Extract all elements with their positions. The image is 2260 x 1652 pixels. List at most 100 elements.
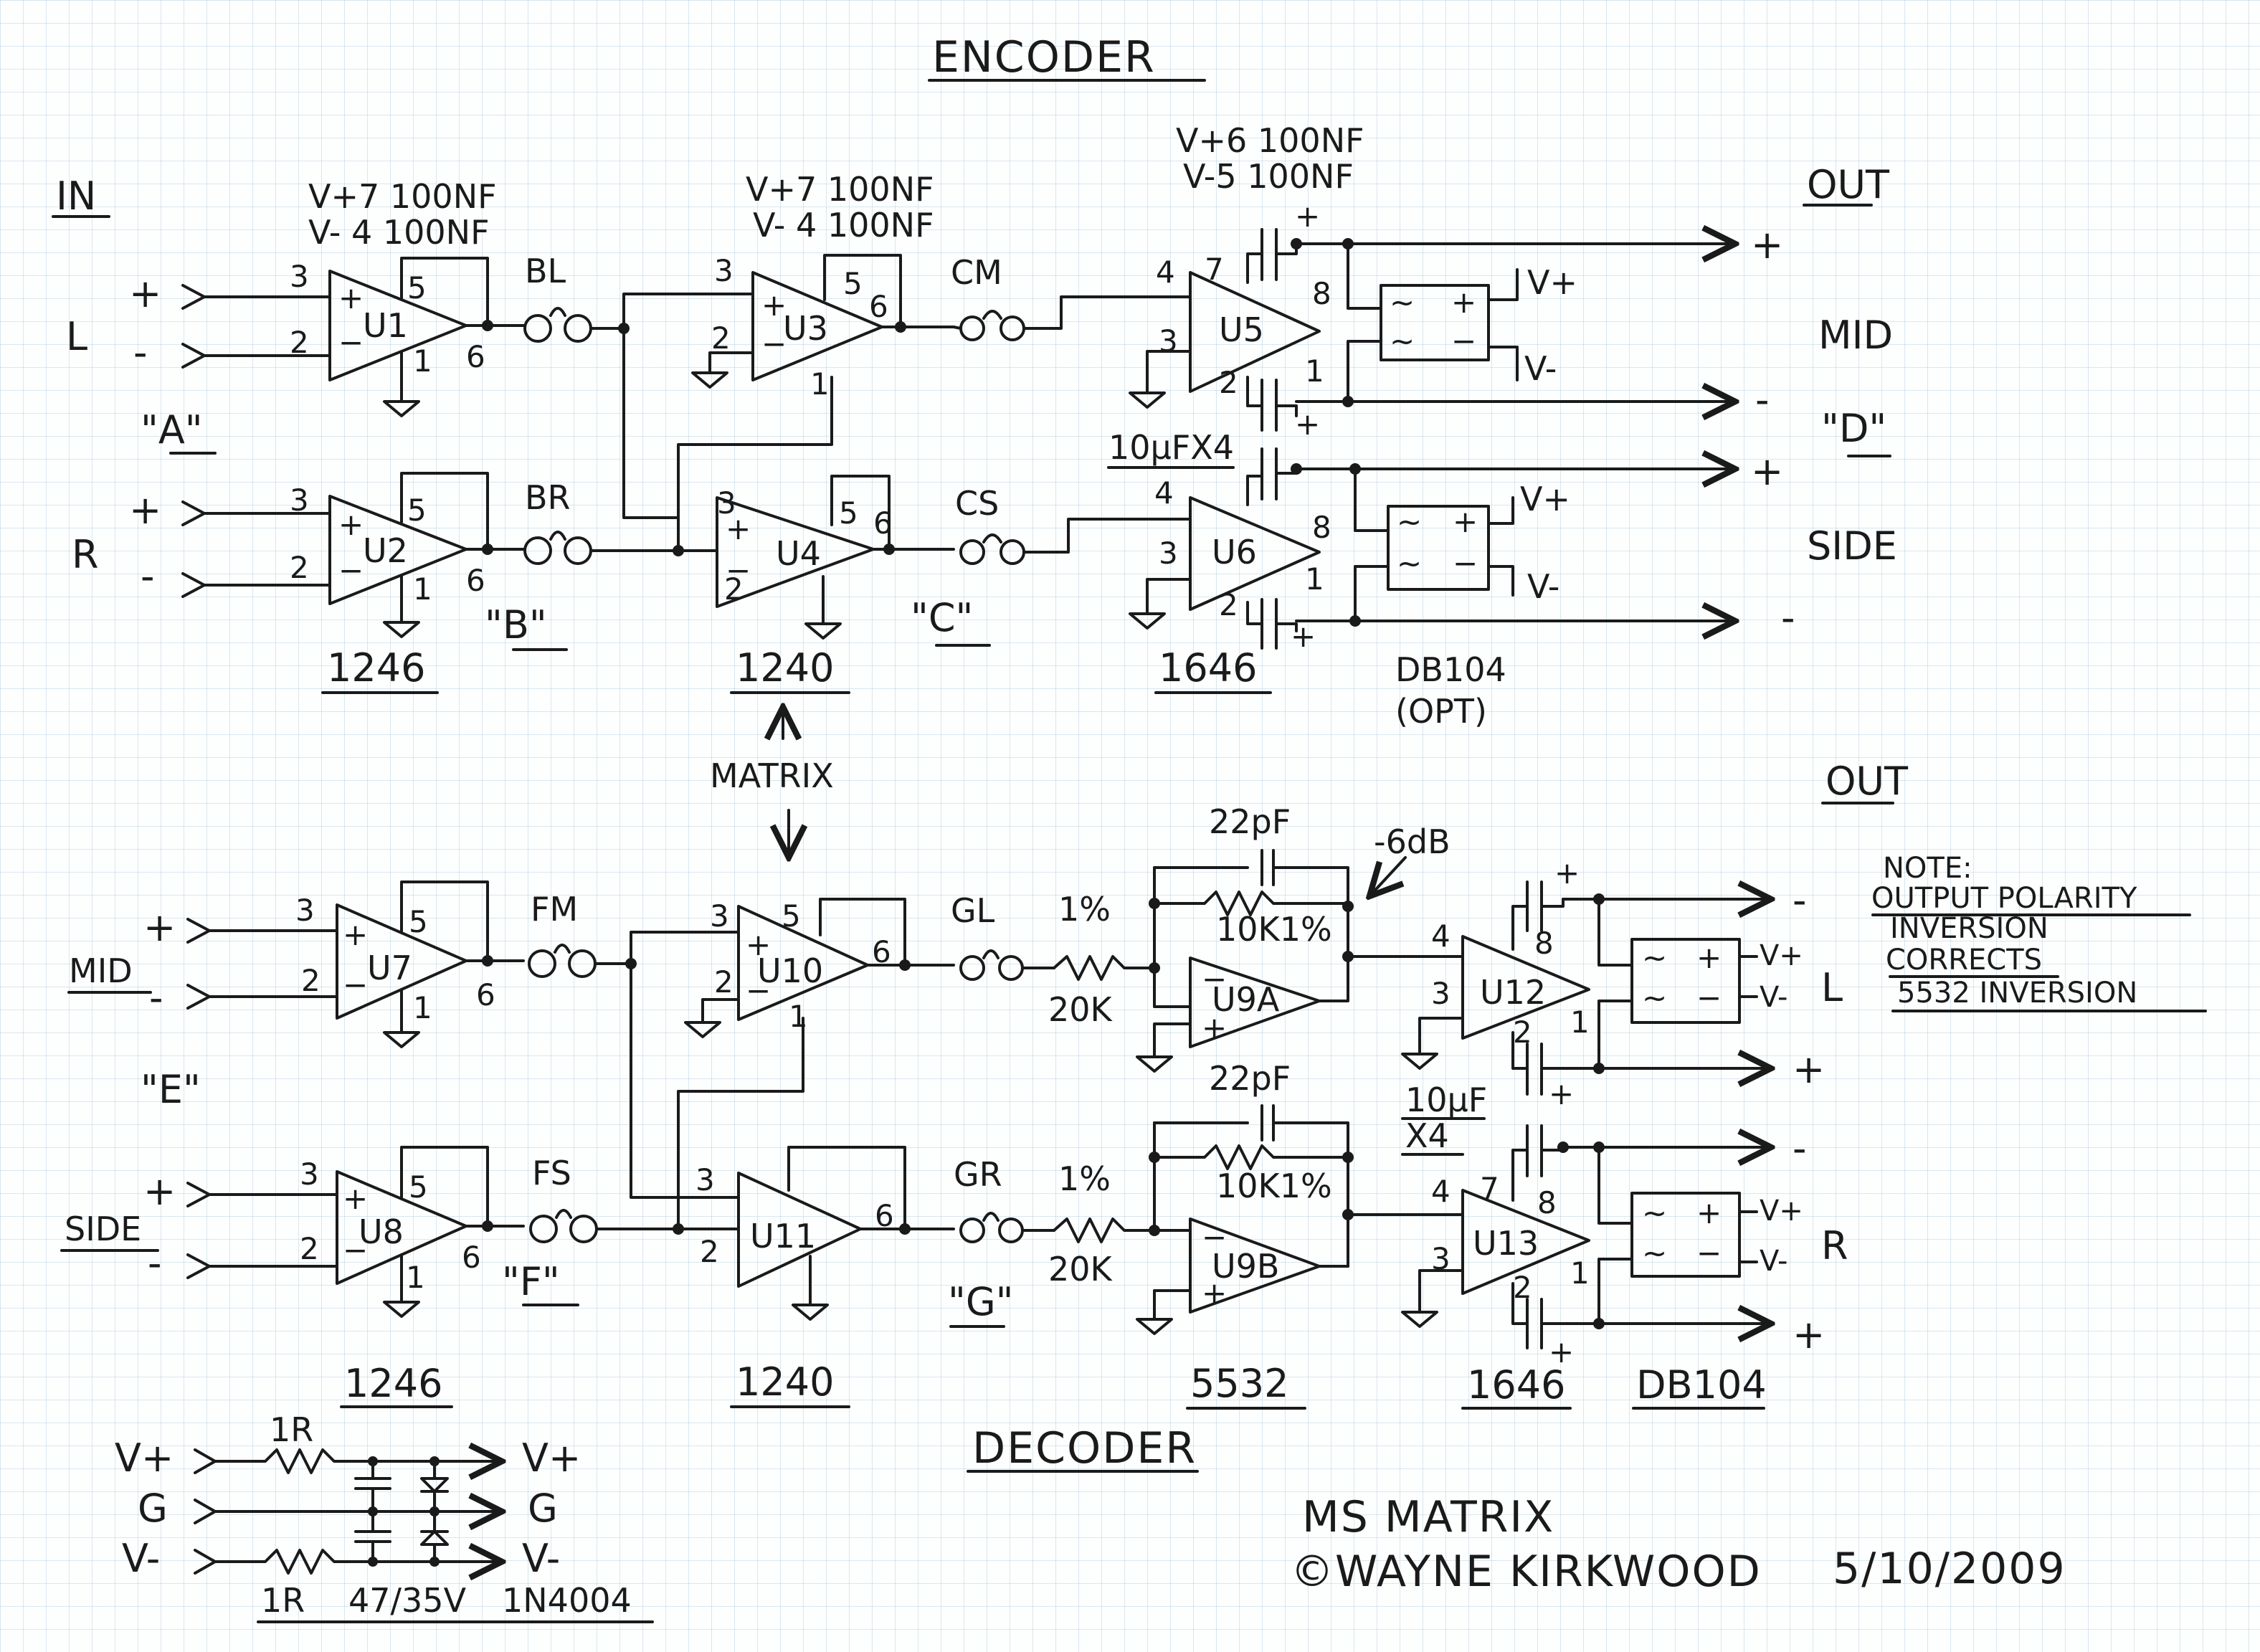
- side-minus-out: -: [1781, 595, 1795, 640]
- svg-text:−: −: [1202, 962, 1227, 997]
- dec-1240-label: 1240: [736, 1359, 834, 1405]
- u9b-amp: [1189, 1217, 1321, 1314]
- u1-vplus-label: V+7 100NF: [308, 177, 497, 216]
- u11-label: U11: [750, 1217, 816, 1255]
- svg-text:5: 5: [409, 904, 428, 939]
- svg-text:+: +: [1202, 1010, 1227, 1045]
- dec-5532-label: 5532: [1190, 1361, 1288, 1406]
- svg-text:~: ~: [1390, 323, 1415, 359]
- svg-text:8: 8: [1537, 1185, 1557, 1220]
- matrix-label: MATRIX: [710, 756, 834, 795]
- dec-db104-label: DB104: [1636, 1362, 1767, 1407]
- label-c: "C": [911, 595, 973, 640]
- svg-text:~: ~: [1642, 940, 1667, 975]
- note-line2: OUTPUT POLARITY: [1871, 882, 2137, 915]
- label-g: "G": [948, 1279, 1014, 1324]
- db104-encoder-bottom: [1387, 505, 1490, 591]
- svg-text:4: 4: [1431, 1174, 1451, 1209]
- svg-text:+: +: [338, 507, 364, 542]
- r-plus: +: [129, 488, 161, 533]
- svg-text:−: −: [343, 967, 368, 1002]
- svg-text:−: −: [338, 325, 364, 360]
- svg-text:+: +: [726, 511, 751, 546]
- svg-text:~: ~: [1390, 285, 1415, 320]
- svg-text:7: 7: [1205, 252, 1224, 287]
- encoder-1246-label: 1246: [327, 645, 425, 690]
- encoder-1646-label: 1646: [1159, 645, 1257, 690]
- power-vp-label: V+: [115, 1435, 174, 1481]
- encoder-1240-label: 1240: [736, 645, 834, 690]
- mid-out-label: MID: [1818, 313, 1893, 358]
- svg-text:+: +: [1696, 1195, 1722, 1230]
- note-line1: NOTE:: [1883, 852, 1972, 885]
- svg-text:5: 5: [839, 495, 858, 531]
- power-diode-label: 1N4004: [502, 1581, 632, 1620]
- svg-text:+: +: [1451, 285, 1476, 320]
- power-cap-label: 47/35V: [348, 1581, 467, 1620]
- svg-text:−: −: [1453, 546, 1478, 581]
- u5-vminus-label: V-5 100NF: [1183, 157, 1354, 196]
- svg-text:4: 4: [1156, 255, 1175, 290]
- dec-mid-minus: -: [149, 975, 163, 1020]
- svg-text:3: 3: [695, 1162, 715, 1197]
- svg-text:+: +: [1202, 1276, 1227, 1311]
- u1-amp: [328, 270, 467, 381]
- power-r1-label: 1R: [270, 1410, 313, 1449]
- side-plus-out: +: [1751, 449, 1783, 494]
- label-f: "F": [502, 1259, 560, 1304]
- dec-top-vminus: V-: [1760, 981, 1787, 1014]
- c-22pf-b: 22pF: [1209, 1059, 1291, 1098]
- svg-text:3: 3: [300, 1157, 319, 1192]
- svg-text:3: 3: [717, 485, 736, 521]
- bot-vplus: V+: [1520, 480, 1570, 518]
- l-minus: -: [133, 330, 148, 375]
- bl-label: BL: [525, 252, 566, 290]
- u3-amp: [751, 271, 883, 381]
- svg-text:3: 3: [290, 483, 309, 518]
- db104-top: [1380, 284, 1490, 361]
- l-plus: +: [129, 271, 161, 316]
- mid-plus-out: +: [1751, 222, 1783, 267]
- svg-text:3: 3: [714, 253, 733, 288]
- u1-label: U1: [363, 306, 408, 345]
- svg-text:+: +: [1295, 407, 1320, 442]
- encoder-cap-label: 10μFX4: [1108, 428, 1234, 467]
- label-e: "E": [141, 1067, 201, 1112]
- svg-text:6: 6: [466, 563, 485, 598]
- svg-text:2: 2: [290, 550, 309, 585]
- gl-label: GL: [951, 891, 995, 930]
- svg-text:2: 2: [1513, 1270, 1532, 1305]
- u9a-amp: [1189, 956, 1321, 1048]
- mid-minus-out: -: [1755, 377, 1770, 422]
- u8-label: U8: [359, 1212, 404, 1251]
- r-10k-b: 10K1%: [1216, 1167, 1332, 1205]
- c-22pf-a: 22pF: [1209, 802, 1291, 841]
- svg-text:5: 5: [407, 493, 427, 528]
- u4-amp: [716, 496, 875, 608]
- svg-text:+: +: [1549, 1334, 1574, 1369]
- note-line4: CORRECTS: [1886, 944, 2042, 977]
- l-out-label: L: [1821, 965, 1843, 1010]
- input-l-label: L: [66, 314, 87, 359]
- label-d: "D": [1821, 406, 1886, 451]
- u5-vplus-label: V+6 100NF: [1176, 121, 1364, 160]
- svg-text:~: ~: [1642, 980, 1667, 1015]
- svg-text:−: −: [338, 553, 364, 588]
- dec-1646-label: 1646: [1467, 1362, 1565, 1407]
- out-bottom-label: OUT: [1825, 759, 1909, 804]
- svg-text:−: −: [746, 973, 771, 1008]
- svg-text:2: 2: [301, 963, 321, 998]
- db104-dec-top: [1630, 938, 1741, 1024]
- svg-text:+: +: [343, 1181, 368, 1216]
- svg-text:8: 8: [1534, 926, 1554, 961]
- note-line5: 5532 INVERSION: [1897, 977, 2137, 1010]
- svg-text:6: 6: [462, 1240, 481, 1275]
- svg-text:1: 1: [413, 571, 432, 607]
- footer-title: MS MATRIX: [1302, 1492, 1554, 1542]
- svg-text:2: 2: [711, 321, 731, 356]
- cs-label: CS: [955, 484, 999, 523]
- r-minus: -: [141, 554, 155, 599]
- fm-label: FM: [531, 890, 578, 929]
- svg-text:1: 1: [1570, 1255, 1590, 1291]
- gr-label: GR: [954, 1155, 1002, 1194]
